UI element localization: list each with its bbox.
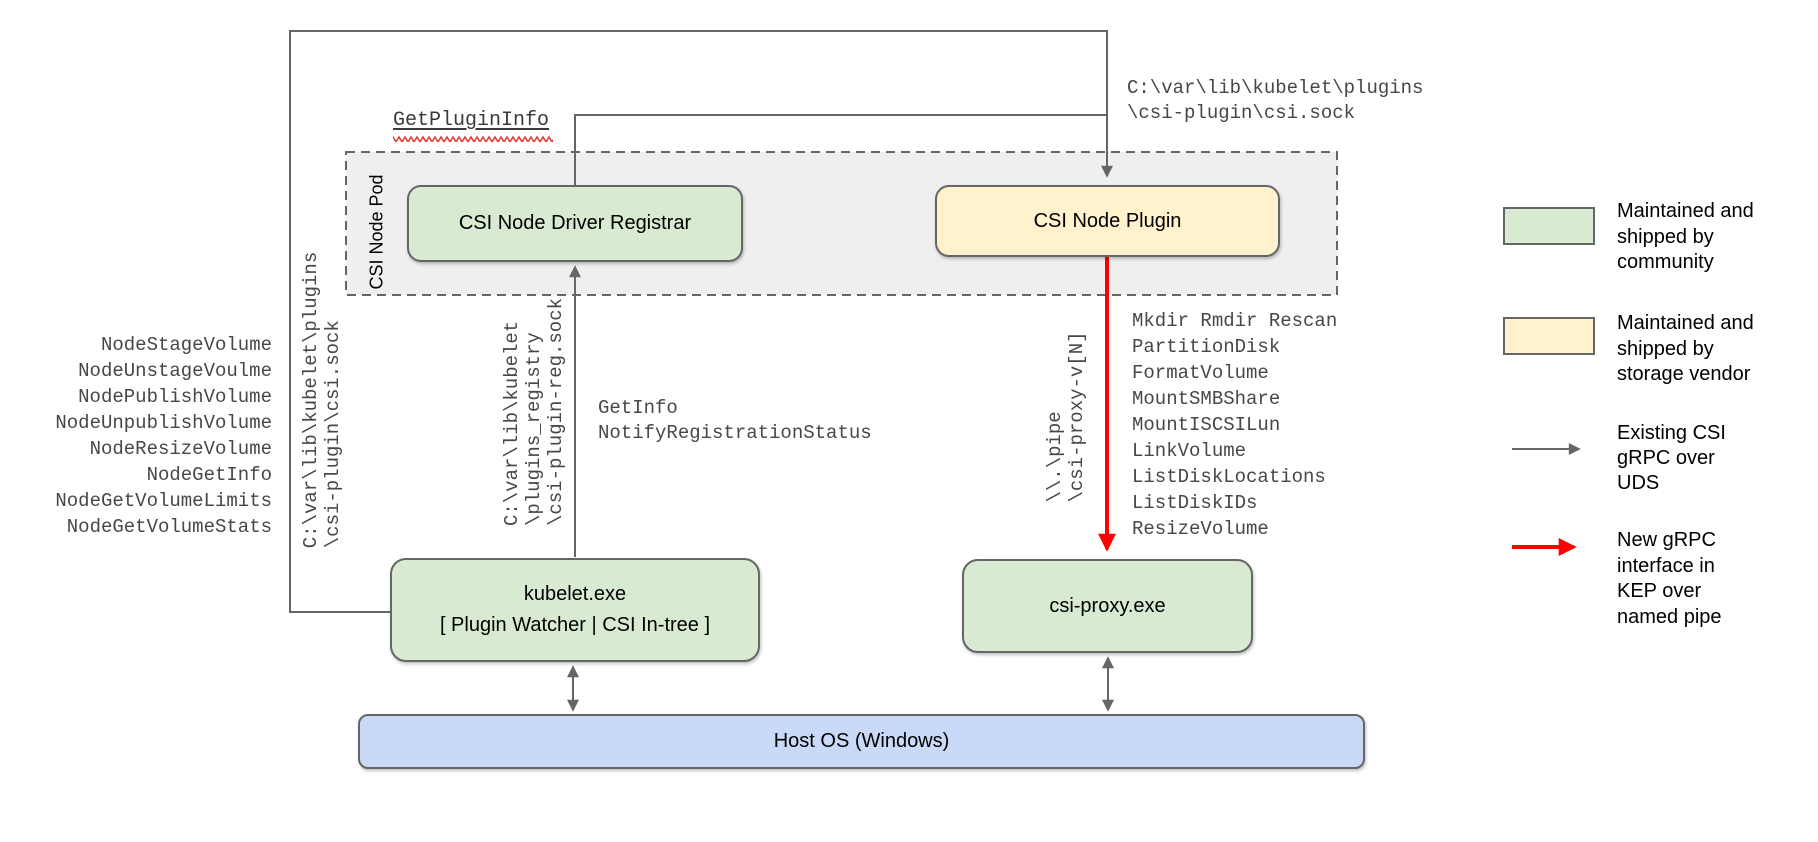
getplugininfo-label: GetPluginInfo (393, 109, 550, 132)
spellcheck-squiggle (393, 133, 553, 142)
legend-community-label: Maintained and shipped by community (1617, 200, 1754, 273)
path-line: C:\var\lib\kubelet (501, 320, 523, 527)
rpc-item: ListDiskIDs (1132, 492, 1258, 514)
rpc-item: NodeUnpublishVolume (55, 412, 272, 434)
path-line: \csi-plugin\csi.sock (322, 320, 344, 549)
csi-node-plugin-box: CSI Node Plugin (935, 185, 1280, 257)
host-os-label: Host OS (Windows) (773, 730, 950, 752)
kubelet-box: kubelet.exe [ Plugin Watcher | CSI In-tr… (390, 558, 760, 662)
rpc-item: NodePublishVolume (78, 386, 272, 408)
legend-namedpipe-label: New gRPC interface in KEP over named pip… (1617, 529, 1722, 628)
csi-sock-path-label: C:\var\lib\kubelet\plugins \csi-plugin\c… (1127, 76, 1423, 126)
plugin-label: CSI Node Plugin (1033, 209, 1182, 232)
rpc-item: PartitionDisk (1132, 336, 1281, 358)
proxy-rpc-list: Mkdir Rmdir Rescan PartitionDisk FormatV… (1132, 308, 1337, 542)
rpc-item: NodeResizeVolume (89, 438, 272, 460)
legend-community-swatch (1503, 207, 1595, 245)
rpc-item: FormatVolume (1132, 362, 1269, 384)
rpc-item: Mkdir Rmdir Rescan (1132, 310, 1338, 332)
named-pipe-path-vertical: \\.\pipe \csi-proxy-v[N] (1044, 331, 1088, 502)
rpc-item: NodeGetVolumeStats (66, 516, 272, 538)
path-line: \csi-plugin\csi.sock (1127, 102, 1356, 124)
csi-node-driver-registrar-box: CSI Node Driver Registrar (407, 185, 743, 262)
pod-label: CSI Node Pod (366, 174, 387, 290)
rpc-item: NodeUnstageVoulme (78, 360, 272, 382)
uds-socket-path-vertical: C:\var\lib\kubelet\plugins \csi-plugin\c… (300, 252, 344, 548)
legend-vendor-swatch (1503, 317, 1595, 355)
node-rpc-list: NodeStageVolume NodeUnstageVoulme NodePu… (20, 332, 272, 540)
csi-proxy-box: csi-proxy.exe (962, 559, 1253, 653)
rpc-item: NotifyRegistrationStatus (598, 422, 872, 444)
rpc-item: MountSMBShare (1132, 388, 1281, 410)
kubelet-label: kubelet.exe (523, 583, 627, 605)
path-line: C:\var\lib\kubelet\plugins (300, 251, 322, 549)
rpc-item: LinkVolume (1132, 440, 1247, 462)
rpc-item: NodeGetVolumeLimits (55, 490, 272, 512)
host-os-box: Host OS (Windows) (358, 714, 1365, 769)
kubelet-to-plugin-uds-line (289, 30, 1113, 613)
rpc-item: ResizeVolume (1132, 518, 1269, 540)
rpc-item: MountISCSILun (1132, 414, 1281, 436)
registrar-label: CSI Node Driver Registrar (458, 212, 692, 234)
legend-vendor-label: Maintained and shipped by storage vendor (1617, 312, 1754, 385)
path-line: \\.\pipe (1044, 411, 1066, 503)
rpc-item: NodeGetInfo (146, 464, 272, 486)
kubelet-sublabel: [ Plugin Watcher | CSI In-tree ] (439, 614, 711, 636)
rpc-item: GetInfo (598, 397, 678, 419)
rpc-item: NodeStageVolume (100, 334, 272, 356)
registry-socket-path-vertical: C:\var\lib\kubelet \plugins_registry \cs… (501, 298, 567, 526)
rpc-item: ListDiskLocations (1132, 466, 1326, 488)
csi-proxy-label: csi-proxy.exe (1049, 594, 1166, 617)
path-line: C:\var\lib\kubelet\plugins (1127, 77, 1424, 99)
path-line: \plugins_registry (523, 332, 545, 527)
registrar-getplugininfo-line (574, 114, 1106, 186)
path-line: \csi-proxy-v[N] (1066, 331, 1088, 503)
registration-rpc-list: GetInfo NotifyRegistrationStatus (598, 396, 872, 446)
legend-uds-label: Existing CSI gRPC over UDS (1617, 422, 1726, 494)
path-line: \csi-plugin-reg.sock (545, 297, 567, 527)
